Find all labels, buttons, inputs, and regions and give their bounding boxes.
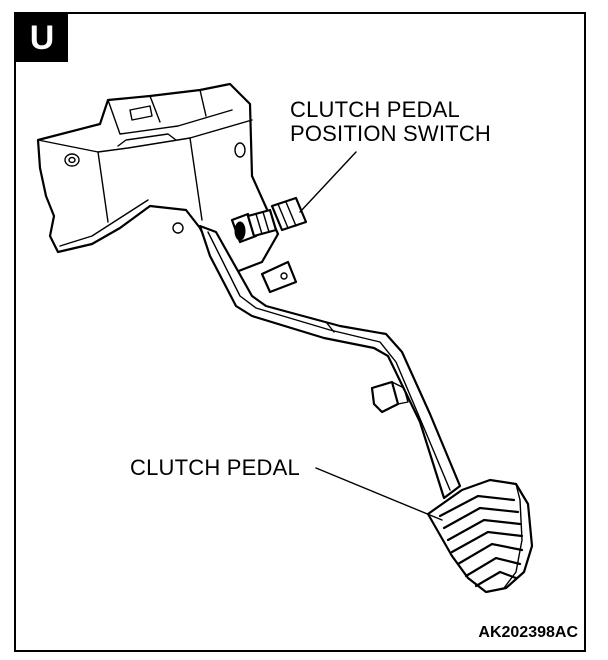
switch-leader-line <box>299 151 357 213</box>
pedal-callout-label: CLUTCH PEDAL <box>130 455 300 480</box>
figure-reference-code: AK202398AC <box>478 624 578 641</box>
pedal-leader-line <box>315 467 443 521</box>
clutch-pedal-pad <box>426 478 534 594</box>
switch-callout-label: CLUTCH PEDAL POSITION SWITCH <box>290 98 550 146</box>
section-badge: U <box>16 14 68 62</box>
pedal-arm <box>198 224 462 500</box>
pedal-bracket <box>36 82 280 274</box>
figure-frame <box>14 12 586 652</box>
switch-callout-line-1: CLUTCH PEDAL <box>290 97 460 122</box>
switch-callout-line-2: POSITION SWITCH <box>290 121 491 146</box>
clutch-pedal-position-switch <box>230 196 308 244</box>
